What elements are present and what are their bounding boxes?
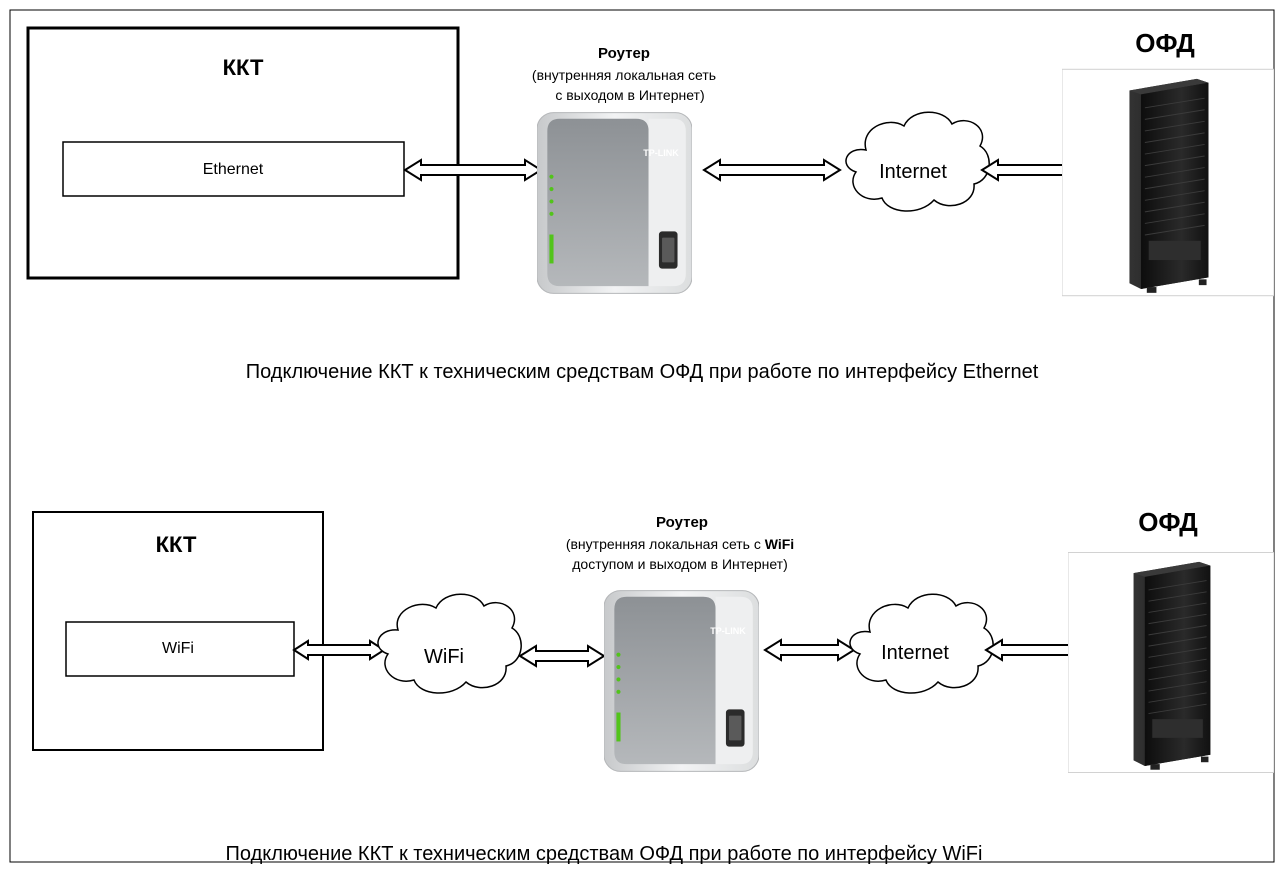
caption-top: Подключение ККТ к техническим средствам … [246,361,1039,383]
router-image-bottom [604,590,759,772]
ofd-title-bottom: ОФД [1138,507,1198,537]
router-brand-top: TP-LINK [643,148,679,158]
wifi-port-label: WiFi [162,640,194,657]
wifi-cloud-label: WiFi [424,646,464,668]
internet-label-top: Internet [879,161,947,183]
server-image-top [1062,68,1274,297]
server-image-bottom [1068,551,1274,774]
arrow-router-internet-top [702,158,842,182]
router-desc-line1a-bottom: (внутренняя локальная сеть с [566,536,765,552]
router-desc-line2-top: с выходом в Интернет) [555,87,704,103]
ethernet-port-label: Ethernet [203,161,264,178]
arrow-kkt-wifi-bottom [292,639,386,661]
router-desc-line2-bottom: доступом и выходом в Интернет) [572,556,787,572]
internet-label-bottom: Internet [881,642,949,664]
router-desc-line1-bottom: (внутренняя локальная сеть с WiFi [566,536,794,552]
ofd-title-top: ОФД [1135,28,1195,58]
router-desc-wifi-bold: WiFi [765,536,794,552]
internet-cloud-top [845,111,990,212]
ethernet-port-box [62,141,405,197]
kkt-title-bottom: ККТ [156,532,197,557]
wifi-port-box [65,621,295,677]
wifi-cloud [377,593,522,694]
caption-bottom: Подключение ККТ к техническим средствам … [226,843,983,865]
arrow-router-internet-bottom [763,638,856,662]
router-title-bottom: Роутер [656,514,708,531]
frame [9,9,1275,863]
router-desc-line1-top: (внутренняя локальная сеть [532,67,716,83]
router-image-top [537,112,692,294]
arrow-wifi-router-bottom [518,644,606,668]
internet-cloud-bottom [849,593,994,694]
router-title-top: Роутер [598,45,650,62]
kkt-title-top: ККТ [223,55,264,80]
router-brand-bottom: TP-LINK [710,626,746,636]
